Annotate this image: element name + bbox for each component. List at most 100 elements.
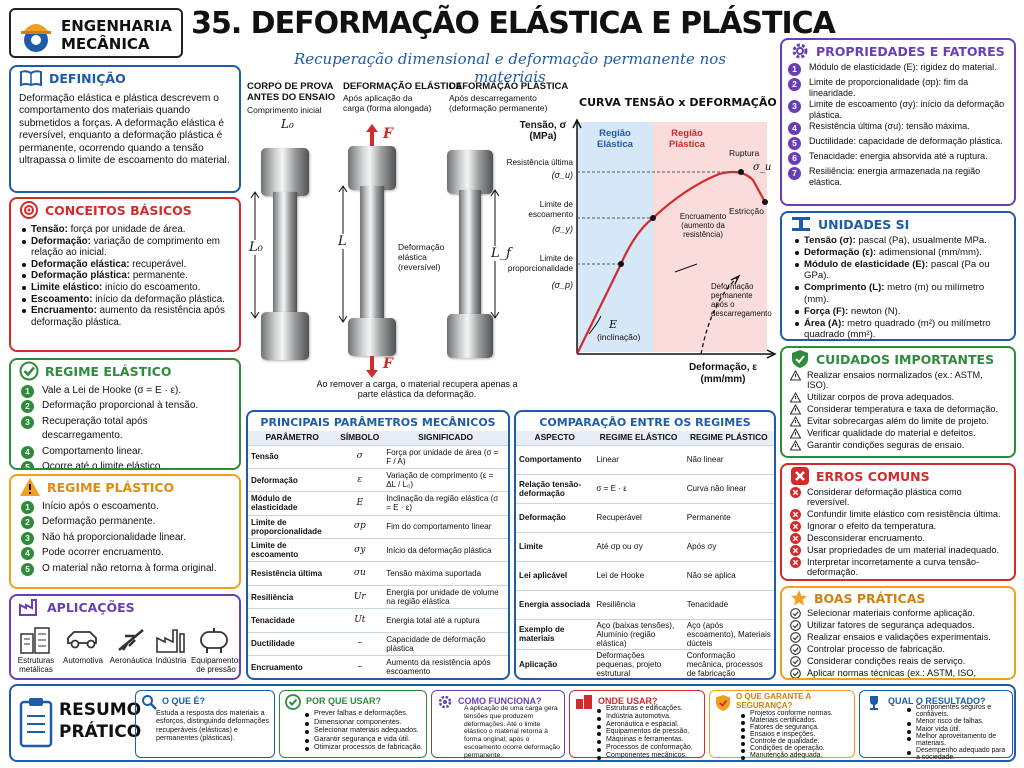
unidades-box: UNIDADES SI Tensão (σ): pascal (Pa), usu… bbox=[780, 211, 1016, 341]
check-mark-icon bbox=[790, 632, 801, 643]
s3-sub: Após descarregamento (deformação permane… bbox=[449, 93, 548, 113]
esc-sym: (σ_y) bbox=[552, 224, 573, 234]
list-item: Selecionar materiais conforme aplicação. bbox=[790, 608, 1006, 619]
unidade-item: Tensão (σ): pascal (Pa), usualmente MPa. bbox=[794, 235, 1006, 247]
table-header-cell: PARÂMETRO bbox=[248, 431, 337, 446]
list-item: Componentes mecânicos. bbox=[596, 752, 704, 760]
item-text: Ignorar o efeito da temperatura. bbox=[807, 520, 937, 531]
curve-area: CURVA TENSÃO x DEFORMAÇÃO Tensão, σ (MPa… bbox=[505, 92, 777, 402]
unidade-desc: pascal (Pa), usualmente MPa. bbox=[855, 235, 987, 246]
item-text: Utilizar fatores de segurança adequados. bbox=[807, 620, 975, 630]
item-text: Realizar ensaios normalizados (ex.: ASTM… bbox=[807, 370, 983, 391]
estriccao-label: Estricção bbox=[729, 206, 764, 216]
number-badge: 2 bbox=[21, 516, 34, 530]
definicao-text: Deformação elástica e plástica descrevem… bbox=[19, 93, 230, 167]
list-item: Ensaios e inspeções. bbox=[740, 731, 852, 739]
table-header-cell: SÍMBOLO bbox=[336, 431, 384, 446]
item-text: Comportamento linear. bbox=[42, 445, 144, 457]
s1-h1: CORPO DE PROVA bbox=[247, 81, 334, 92]
number-badge: 2 bbox=[21, 400, 34, 414]
aplic-label-1: Automotiva bbox=[62, 656, 104, 665]
caution-icon bbox=[790, 415, 801, 427]
unidades-list: Tensão (σ): pascal (Pa), usualmente MPa.… bbox=[782, 235, 1014, 339]
list-item: Realizar ensaios e validações experiment… bbox=[790, 632, 1006, 643]
table-cell: Lei aplicável bbox=[516, 561, 594, 591]
table-header-cell: SIGNIFICADO bbox=[383, 431, 508, 446]
table-header-cell: REGIME ELÁSTICO bbox=[593, 431, 684, 446]
esc-label: Limite de escoamento bbox=[528, 200, 573, 219]
table-cell: Resiliência bbox=[593, 590, 684, 620]
comparacao-title: COMPARAÇÃO ENTRE OS REGIMES bbox=[539, 416, 751, 429]
table-cell: Deformações pequenas, projeto estrutural bbox=[593, 649, 684, 678]
table-cell: Energia associada bbox=[516, 590, 594, 620]
table-cell: σy bbox=[336, 538, 384, 563]
unidade-item: Força (F): newton (N). bbox=[794, 306, 1006, 318]
item-text: Garantir condições seguras de ensaio. bbox=[807, 439, 965, 450]
conceitos-box: CONCEITOS BÁSICOS Tensão: força por unid… bbox=[9, 197, 241, 352]
curve-xlabel: Deformação, ε (mm/mm) bbox=[688, 362, 758, 385]
unidade-desc: adimensional (mm/mm). bbox=[876, 246, 982, 258]
table-row: Encruamento–Aumento da resistência após … bbox=[248, 655, 508, 678]
brand-box: ENGENHARIA MECÂNICA bbox=[9, 8, 183, 58]
s1-dim-sym: L₀ bbox=[249, 240, 263, 255]
conceito-item: Tensão: força por unidade de área. bbox=[21, 224, 231, 236]
curve-title: CURVA TENSÃO x DEFORMAÇÃO bbox=[579, 96, 777, 109]
q6-list: Componentes seguros e confiáveis.Menor r… bbox=[906, 704, 1010, 760]
table-cell: σ = E · ε bbox=[593, 474, 684, 504]
number-badge: 1 bbox=[21, 385, 34, 398]
table-cell: Variação de comprimento (ε = ΔL / L₀) bbox=[383, 468, 508, 493]
list-item: Materiais certificados. bbox=[740, 717, 852, 725]
table-cell: Tensão bbox=[248, 445, 337, 469]
erros-box: ERROS COMUNS Considerar deformação plást… bbox=[780, 463, 1016, 581]
ult-sym: (σ_u) bbox=[551, 170, 573, 180]
unidade-term: Comprimento (L): bbox=[804, 282, 885, 294]
check-circle-icon bbox=[19, 361, 39, 381]
item-text: Utilizar corpos de prova adequados. bbox=[807, 391, 955, 402]
number-badge: 4 bbox=[21, 547, 34, 561]
list-item: Componentes seguros e confiáveis. bbox=[906, 704, 1010, 718]
region-elastic-label: Região Elástica bbox=[597, 128, 633, 150]
specimens-caption: Ao remover a carga, o material recupera … bbox=[316, 379, 518, 399]
caution-icon bbox=[790, 427, 801, 439]
x-circle-icon bbox=[790, 487, 801, 498]
number-badge: 3 bbox=[21, 531, 34, 545]
aplic-label-3: Indústria bbox=[155, 656, 187, 665]
conceito-desc: recuperável. bbox=[129, 258, 187, 270]
stress-strain-curve bbox=[572, 118, 777, 359]
x-circle-icon bbox=[790, 532, 801, 544]
number-badge: 7 bbox=[788, 167, 801, 180]
item-text: O material não retorna à forma original. bbox=[42, 562, 217, 574]
s1-sub: Comprimento inicial bbox=[247, 105, 322, 115]
q3-text: A aplicação de uma carga gera tensões qu… bbox=[464, 705, 560, 759]
table-cell: Início da deformação plástica bbox=[383, 538, 508, 563]
list-item: Desempenho adequado para a sociedade. bbox=[906, 747, 1010, 760]
q2-title: POR QUE USAR? bbox=[306, 696, 382, 706]
table-cell: Comportamento bbox=[516, 445, 594, 475]
list-item: Otimizar processos de fabricação. bbox=[304, 743, 426, 752]
number-badge: 1 bbox=[21, 501, 34, 514]
pressure-vessel-icon bbox=[200, 628, 228, 653]
list-item: Melhor aproveitamento de materiais. bbox=[906, 733, 1010, 747]
resumo-q6: QUAL O RESULTADO? Componentes seguros e … bbox=[859, 690, 1013, 760]
unidade-item: Módulo de elasticidade (E): pascal (Pa o… bbox=[794, 259, 1006, 283]
number-badge: 2 bbox=[788, 78, 801, 91]
unidades-title: UNIDADES SI bbox=[818, 216, 910, 232]
specimen-2-bottom bbox=[348, 318, 396, 356]
table-header-cell: REGIME PLÁSTICO bbox=[683, 431, 774, 446]
item-text: Considerar deformação plástica como reve… bbox=[807, 487, 962, 508]
table-cell: σu bbox=[336, 561, 384, 586]
table-header-cell: ASPECTO bbox=[516, 431, 594, 446]
error-x-icon bbox=[791, 467, 809, 485]
